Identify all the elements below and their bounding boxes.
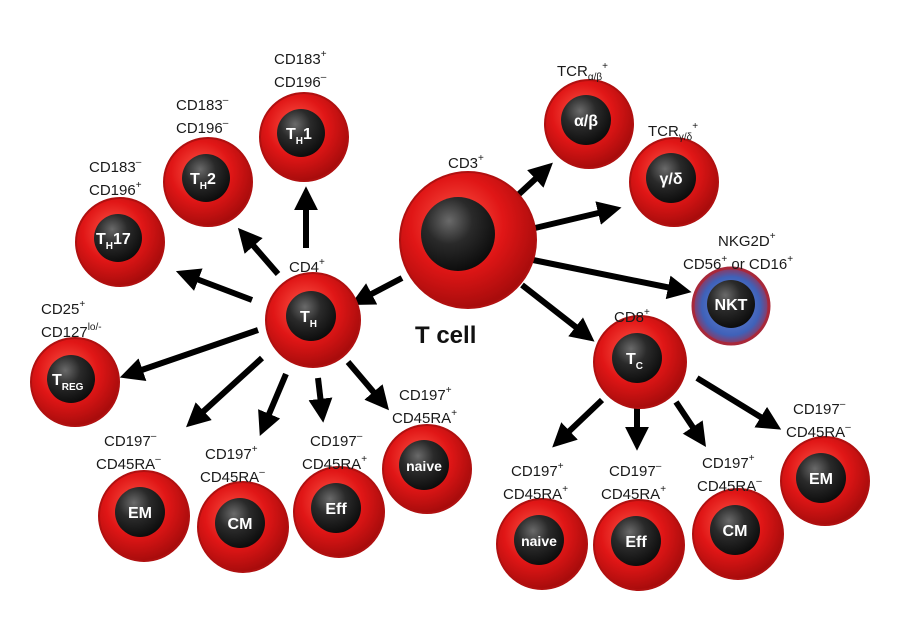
arrows [119,162,782,451]
svg-text:EM: EM [809,471,833,488]
svg-text:Eff: Eff [625,534,647,551]
label-th: TH [300,309,317,330]
cell-alpha-beta: α/β [544,79,634,169]
label-tc-cm-marker2: CD45RA– [697,476,762,495]
arrow-th-to-em [186,355,265,428]
label-nkt-marker2: CD56+ or CD16+ [683,254,793,273]
label-th17-marker1: CD183– [89,157,142,176]
label-cd4: CD4+ [289,257,325,276]
label-tc-eff-marker1: CD197– [609,461,662,480]
label-tc-naive-marker1: CD197+ [511,461,564,480]
svg-text:CM: CM [228,516,253,533]
label-cd3: CD3+ [448,153,484,172]
cell-tc-cm: CM [692,488,784,580]
svg-text:EM: EM [128,505,152,522]
label-th1-marker1: CD183+ [274,49,327,68]
arrow-tcell-to-th [350,275,404,306]
label-tc-cm-marker1: CD197+ [702,453,755,472]
cell-th2: TH2 [163,137,253,227]
label-th-eff-marker2: CD45RA+ [302,454,367,473]
label-tcr-ab: TCRα/β+ [557,61,608,83]
label-tc-em-marker2: CD45RA– [786,422,851,441]
cell-gamma-delta: γ/δ [629,137,719,227]
svg-text:Eff: Eff [325,501,347,518]
cell-nkt: NKT [691,266,771,346]
label-th-cm-marker2: CD45RA– [200,467,265,486]
label-tcr-gd: TCRγ/δ+ [648,121,698,143]
label-tc-naive-marker2: CD45RA+ [503,484,568,503]
label-th2-marker2: CD196– [176,118,229,137]
label-treg-marker1: CD25+ [41,299,85,318]
label-th-em-marker1: CD197– [104,431,157,450]
svg-text:naive: naive [521,533,557,549]
label-tc-eff-marker2: CD45RA+ [601,484,666,503]
cell-tc-eff: Eff [593,499,685,591]
label-th17-marker2: CD196+ [89,180,142,199]
cell-th-cm: CM [197,481,289,573]
svg-text:TH17: TH17 [96,231,131,252]
svg-text:γ/δ: γ/δ [659,171,682,188]
label-tc-em-marker1: CD197– [793,399,846,418]
arrow-th-to-th2 [237,227,281,276]
svg-text:α/β: α/β [574,113,598,130]
svg-text:TC: TC [626,351,643,372]
cell-th: TH [265,272,361,368]
cell-treg: TREG [30,337,120,427]
arrow-tcell-to-gd [534,201,622,231]
cell-th1: TH1 [259,92,349,182]
cell-tc-naive: naive [496,498,588,590]
arrow-th-to-eff [308,377,333,423]
label-th-cm-marker1: CD197+ [205,444,258,463]
arrow-tcell-to-nkt [532,257,692,300]
svg-text:CM: CM [723,523,748,540]
label-th-naive-marker2: CD45RA+ [392,408,457,427]
arrow-th-to-naive [345,360,389,411]
cell-th-naive: naive [382,424,472,514]
diagram-title: T cell [415,322,476,349]
label-treg-marker2: CD127lo/- [41,322,102,341]
svg-text:TREG: TREG [52,372,84,393]
arrow-tc-to-naive [552,397,605,448]
label-cd8: CD8+ [614,307,650,326]
cell-tc-em: EM [780,436,870,526]
label-th2-marker1: CD183– [176,95,229,114]
cell-th-eff: Eff [293,466,385,558]
nucleus-t-cell [421,197,495,271]
svg-text:TH2: TH2 [190,171,216,192]
arrow-th-to-cm [258,372,289,436]
arrow-th-to-treg [119,327,259,382]
label-th-naive-marker1: CD197+ [399,385,452,404]
arrow-tcell-to-ab [515,162,553,198]
svg-text:naive: naive [406,458,442,474]
cell-th-em: EM [98,470,190,562]
label-nkt-marker1: NKG2D+ [718,231,776,250]
svg-text:TH1: TH1 [286,126,312,147]
arrow-tc-to-em [695,375,782,430]
cell-th17: TH17 [75,197,165,287]
svg-text:NKT: NKT [715,297,748,314]
arrow-tcell-to-tc [520,282,595,342]
arrow-th-to-th17 [175,268,254,303]
cell-t-cell [399,171,537,309]
cell-tc: TC [593,315,687,409]
label-th1-marker2: CD196– [274,72,327,91]
label-th-em-marker2: CD45RA– [96,454,161,473]
arrow-tc-to-cm [673,400,706,447]
label-th-eff-marker1: CD197– [310,431,363,450]
